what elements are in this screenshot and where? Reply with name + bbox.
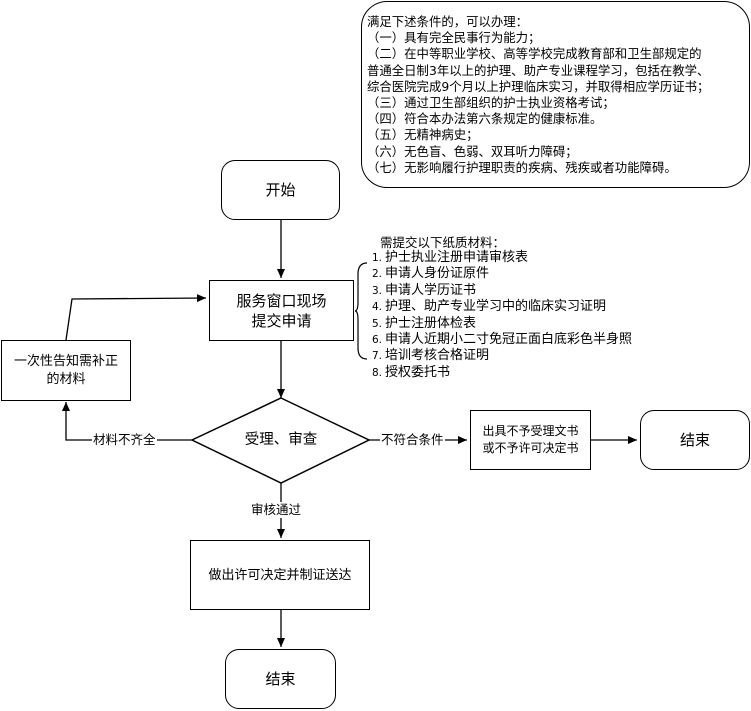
material-num: 4.	[372, 301, 383, 314]
end-label-right: 结束	[679, 431, 710, 449]
material-num: 6.	[372, 334, 383, 347]
material-item: 5.护士注册体检表	[372, 316, 632, 332]
material-item: 4.护理、助产专业学习中的临床实习证明	[372, 299, 632, 315]
material-num: 7.	[372, 350, 383, 363]
material-text: 护士执业注册申请审核表	[385, 250, 529, 265]
start-label: 开始	[265, 181, 296, 199]
material-text: 授权委托书	[385, 364, 451, 380]
reject-label-line1: 出具不予受理文书	[482, 424, 579, 438]
permit-decision-node: 做出许可决定并制证送达	[190, 540, 370, 610]
conditions-line: 满足下述条件的，可以办理：	[367, 14, 529, 29]
conditions-line: （五）无精神病史；	[367, 127, 479, 143]
material-text: 申请人学历证书	[385, 282, 477, 298]
material-text: 培训考核合格证明	[385, 348, 490, 364]
review-diamond	[190, 397, 371, 484]
materials-title: 需提交以下纸质材料：	[380, 235, 506, 250]
end-node-right: 结束	[640, 410, 750, 470]
conditions-line: （六）无色盲、色弱、双耳听力障碍；	[367, 143, 578, 159]
conditions-line: 普通全日制3年以上的护理、助产专业课程学习，包括在教学、	[367, 62, 710, 78]
material-item: 1.护士执业注册申请审核表	[372, 250, 632, 266]
conditions-line: （一）具有完全民事行为能力；	[367, 30, 541, 46]
material-num: 1.	[372, 252, 383, 264]
material-item: 2.申请人身份证原件	[372, 266, 632, 282]
decision-label: 做出许可决定并制证送达	[208, 567, 352, 583]
material-text: 护士注册体检表	[385, 315, 477, 331]
submit-label-line2: 提交申请	[251, 311, 312, 330]
conditions-line: （七）无影响履行护理职责的疾病、残疾或者功能障碍。	[367, 159, 677, 175]
material-item: 3.申请人学历证书	[372, 283, 632, 299]
material-text: 护理、助产专业学习中的临床实习证明	[385, 299, 607, 315]
materials-brace	[355, 262, 367, 360]
material-num: 5.	[372, 317, 383, 330]
material-num: 8.	[372, 366, 383, 379]
supplement-notice-node: 一次性告知需补正 的材料	[1, 340, 131, 401]
conditions-line: （三）通过卫生部组织的护士执业资格考试；	[367, 95, 615, 111]
conditions-note: 满足下述条件的，可以办理： （一）具有完全民事行为能力； （二）在中等职业学校、…	[361, 1, 750, 188]
reject-label-line2: 或不予许可决定书	[482, 441, 579, 455]
material-item: 8.授权委托书	[372, 365, 632, 381]
end-node-bottom: 结束	[225, 649, 336, 709]
material-text: 申请人身份证原件	[385, 266, 490, 282]
submit-application-node: 服务窗口现场 提交申请	[209, 280, 354, 341]
review-label: 受理、审查	[244, 432, 318, 448]
start-node: 开始	[221, 160, 340, 220]
material-text: 申请人近期小二寸免冠正面白底彩色半身照	[385, 332, 633, 348]
supplement-label-line1: 一次性告知需补正	[13, 353, 118, 369]
rejection-document-node: 出具不予受理文书 或不予许可决定书	[470, 410, 591, 470]
conditions-line: 综合医院完成9个月以上护理临床实习，并取得相应学历证书；	[367, 78, 710, 94]
material-item: 7.培训考核合格证明	[372, 348, 632, 364]
incomplete-materials-label: 材料不齐全	[92, 432, 157, 448]
arrow-supplement-to-submit	[65, 294, 207, 341]
approved-label: 审核通过	[250, 502, 303, 518]
end-label-bottom: 结束	[265, 670, 296, 688]
material-item: 6.申请人近期小二寸免冠正面白底彩色半身照	[372, 332, 632, 348]
materials-list: 1.护士执业注册申请审核表 2.申请人身份证原件 3.申请人学历证书 4.护理、…	[372, 250, 632, 381]
conditions-line: （四）符合本办法第六条规定的健康标准。	[367, 111, 603, 127]
material-num: 3.	[372, 284, 383, 297]
conditions-line: （二）在中等职业学校、高等学校完成教育部和卫生部规定的	[367, 46, 702, 62]
submit-label-line1: 服务窗口现场	[236, 291, 327, 310]
supplement-label-line2: 的材料	[46, 371, 86, 387]
not-qualified-label: 不符合条件	[380, 432, 445, 448]
material-num: 2.	[372, 268, 383, 281]
